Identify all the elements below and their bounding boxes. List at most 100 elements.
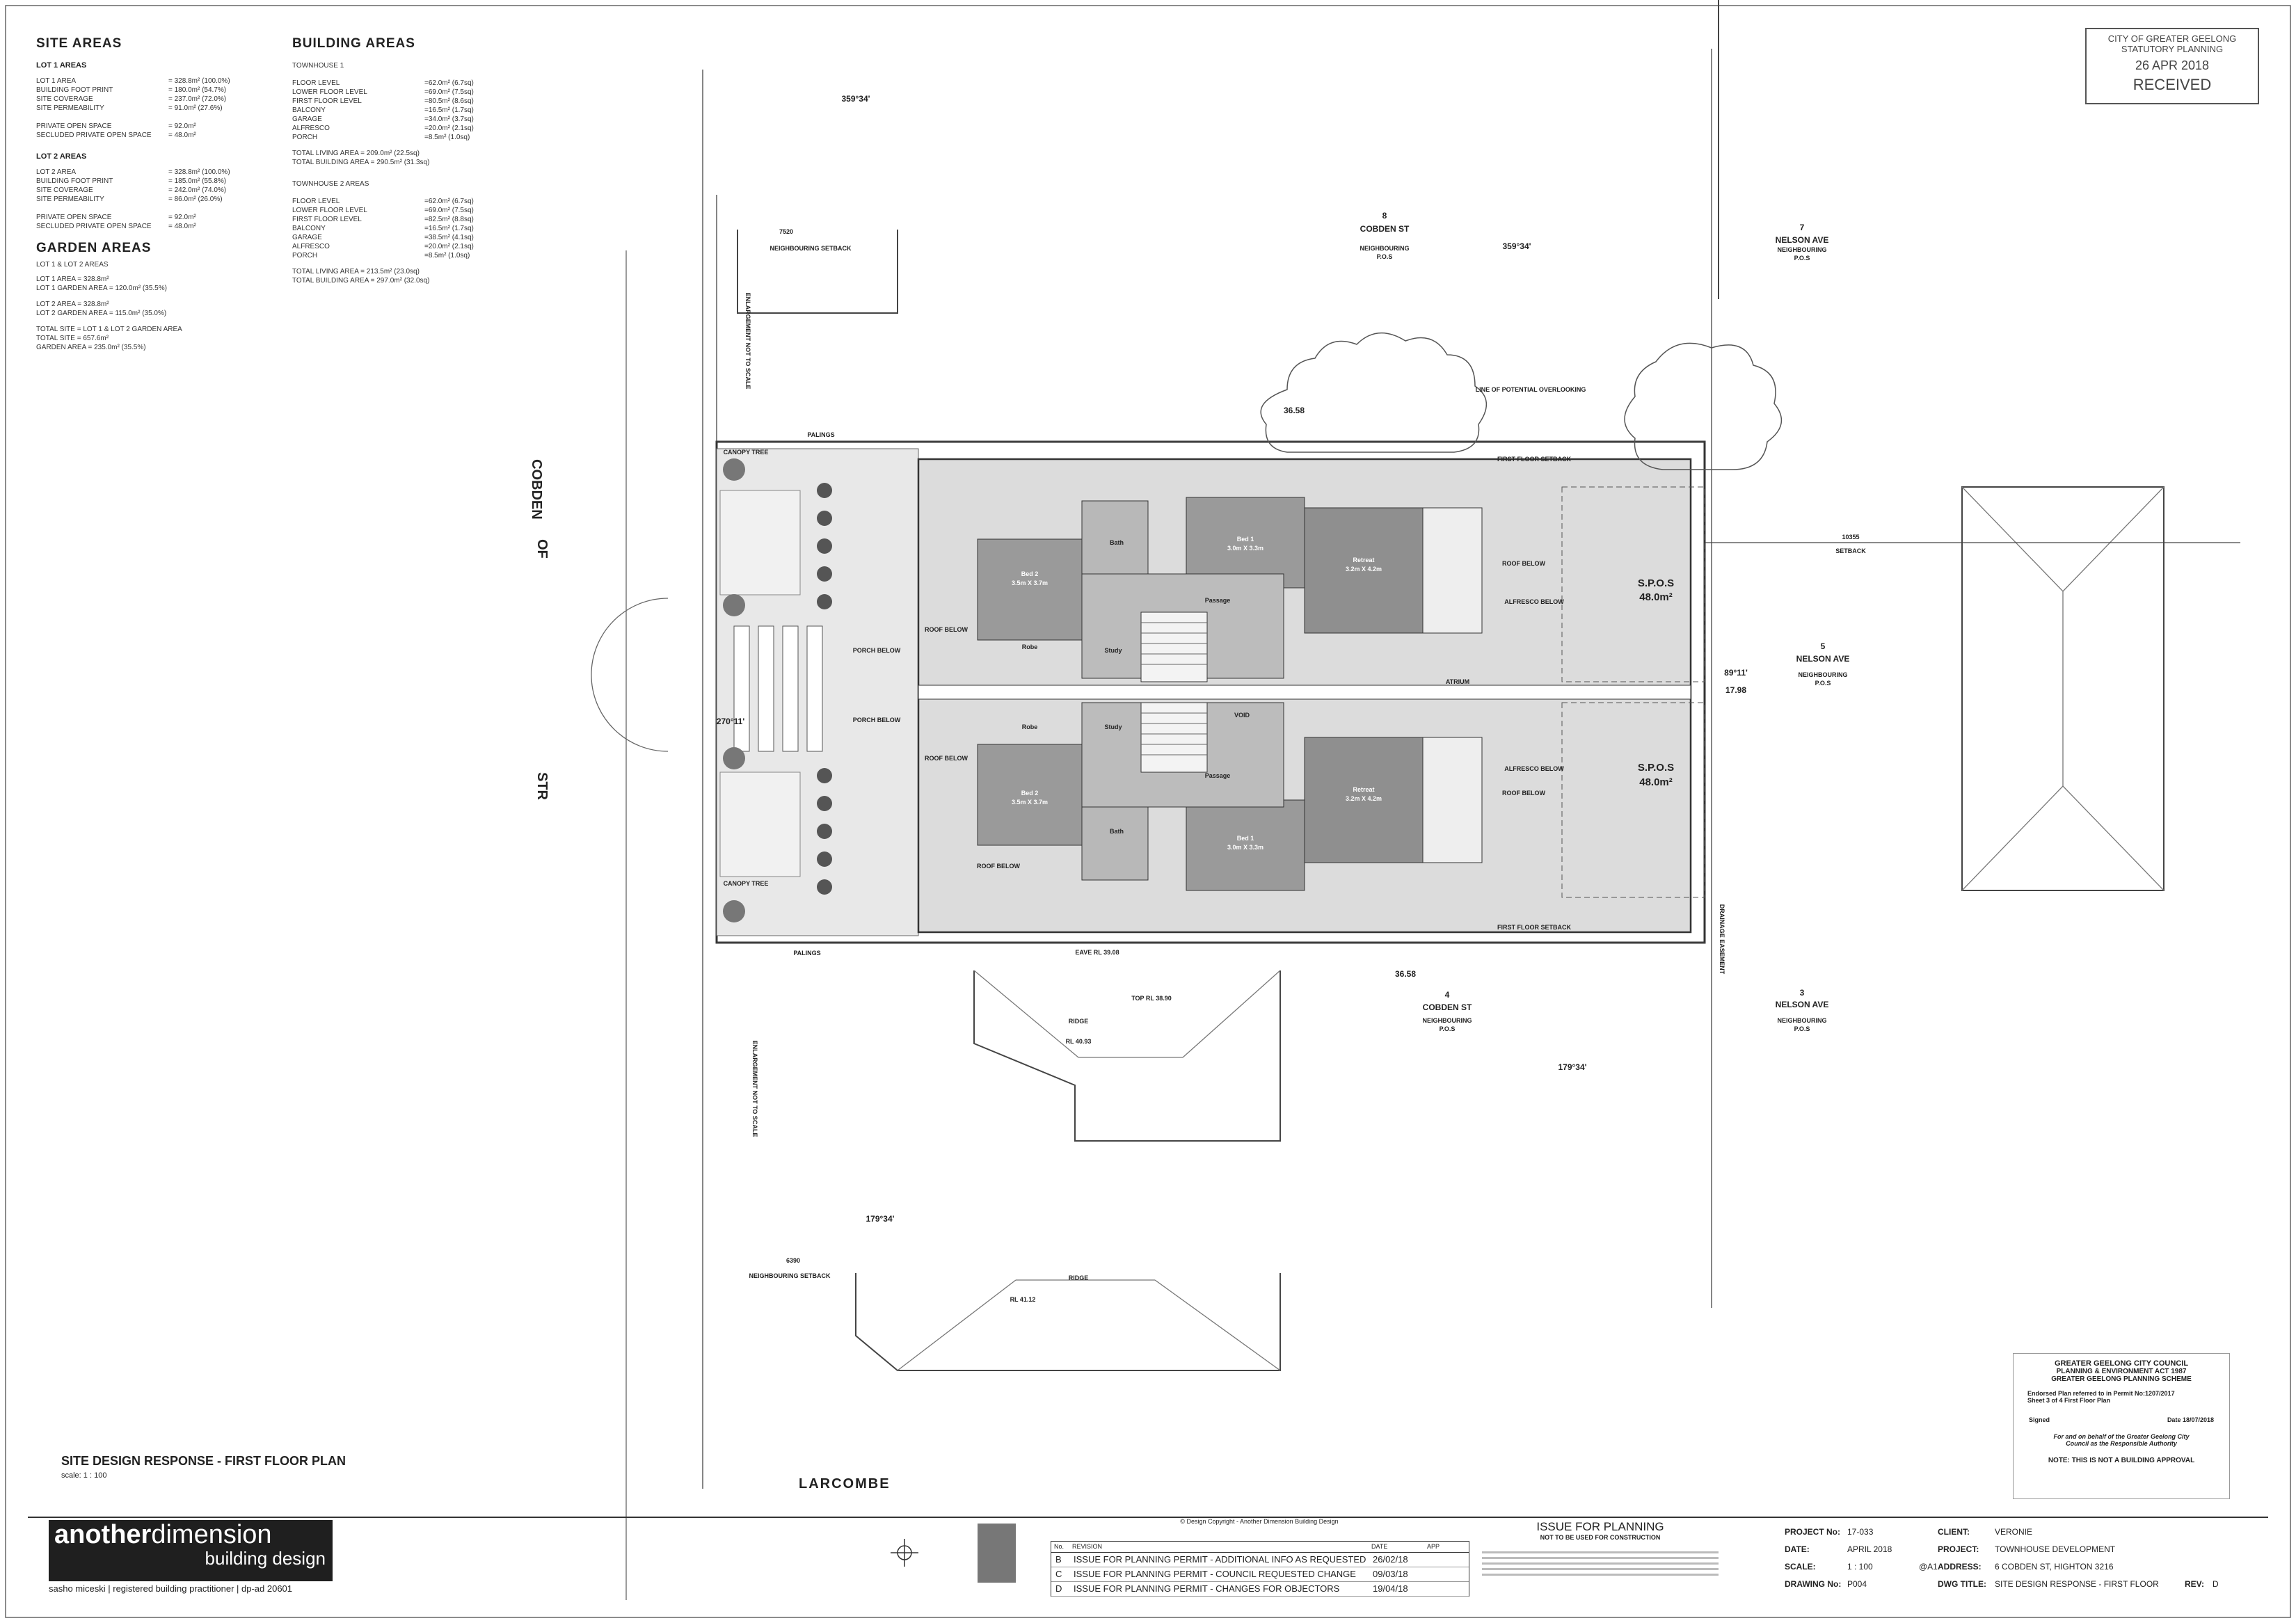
revision-text: ISSUE FOR PLANNING PERMIT - COUNCIL REQU… xyxy=(1074,1569,1356,1579)
robe-top-label: Robe xyxy=(1021,643,1038,650)
bearing-rear: 89°11' xyxy=(1724,668,1748,678)
council-stamp-line9: Council as the Responsible Authority xyxy=(2066,1440,2177,1447)
spos-top-area: 48.0m² xyxy=(1639,591,1673,603)
th2-heading: TOWNHOUSE 2 AREAS xyxy=(292,180,369,188)
palings-top: PALINGS xyxy=(807,431,835,438)
bed2-bottom xyxy=(977,744,1083,846)
alfresco-below-bottom: ALFRESCO BELOW xyxy=(1504,765,1564,772)
lot2-area-key: SITE PERMEABILITY xyxy=(36,195,104,203)
stair-top xyxy=(1140,611,1208,682)
retreat-top xyxy=(1304,507,1424,634)
neighbour-8-nbr: NEIGHBOURING xyxy=(1360,245,1410,252)
spos-bottom-area: 48.0m² xyxy=(1639,776,1673,788)
lot2-area-row: SITE COVERAGE= 242.0m² (74.0%) xyxy=(36,186,266,195)
stair-treads xyxy=(1141,622,1207,755)
lot2-area-key: PRIVATE OPEN SPACE xyxy=(36,214,112,221)
roof-below-2: ROOF BELOW xyxy=(925,755,968,762)
neighbour-roof-lines xyxy=(897,486,2165,1371)
th2-area-key: ALFRESCO xyxy=(292,243,330,250)
th2-area-key: FLOOR LEVEL xyxy=(292,198,340,205)
lot1-area-key: SITE PERMEABILITY xyxy=(36,104,104,112)
top-rl: TOP RL 38.90 xyxy=(1131,995,1172,1002)
rev-header-revision: REVISION xyxy=(1072,1543,1103,1550)
lot1-area-value: = 92.0m² xyxy=(168,122,196,130)
canopy-tree-2: CANOPY TREE xyxy=(723,880,769,887)
rev-value: D xyxy=(2213,1579,2219,1589)
lot1-area-key: PRIVATE OPEN SPACE xyxy=(36,122,112,130)
th2-area-key: PORCH xyxy=(292,252,318,259)
street-of: OF xyxy=(534,539,550,559)
hedge-row-bottom xyxy=(817,768,832,895)
lot2-area-value: = 328.8m² (100.0%) xyxy=(168,168,230,176)
project-no-value: 17-033 xyxy=(1847,1527,1874,1537)
lot2-rows: LOT 2 AREA= 328.8m² (100.0%)BUILDING FOO… xyxy=(36,168,266,231)
site-areas-title: SITE AREAS xyxy=(36,36,122,51)
received-stamp-line1: CITY OF GREATER GEELONG xyxy=(2107,33,2237,44)
neighbour-7-street: NELSON AVE xyxy=(1775,235,1829,245)
garden-line: LOT 2 GARDEN AREA = 115.0m² (35.0%) xyxy=(36,310,167,317)
rev-label: REV: xyxy=(2185,1579,2205,1589)
lot1-rows: LOT 1 AREA= 328.8m² (100.0%)BUILDING FOO… xyxy=(36,77,266,140)
lot2-area-value: = 48.0m² xyxy=(168,223,196,230)
robe-bottom-label: Robe xyxy=(1021,723,1038,730)
th1-area-key: ALFRESCO xyxy=(292,125,330,132)
practitioner-line: sasho miceski | registered building prac… xyxy=(49,1583,293,1594)
bed1-bottom-label: Bed 1 xyxy=(1236,835,1254,842)
street-str: STR xyxy=(534,772,550,800)
enlargement-top: ENLARGEMENT NOT TO SCALE xyxy=(744,292,751,390)
bed2-bottom-size: 3.5m X 3.7m xyxy=(1011,799,1049,806)
council-stamp-line8: For and on behalf of the Greater Geelong… xyxy=(2053,1433,2190,1440)
th2-area-value: =20.0m² (2.1sq) xyxy=(424,243,474,250)
lot2-area-row: SITE PERMEABILITY = 86.0m² (26.0%) xyxy=(36,195,266,204)
bath-bottom xyxy=(1081,806,1149,881)
council-stamp-line4: Endorsed Plan referred to in Permit No:1… xyxy=(2027,1390,2175,1397)
th1-area-row: LOWER FLOOR LEVEL=69.0m² (7.5sq) xyxy=(292,88,522,97)
roof-below-1: ROOF BELOW xyxy=(925,626,968,633)
th2-total-building: TOTAL BUILDING AREA = 297.0m² (32.0sq) xyxy=(292,277,430,285)
ridge-1: RIDGE xyxy=(1068,1018,1089,1025)
lot1-area-row: SITE PERMEABILITY= 91.0m² (27.6%) xyxy=(36,104,266,113)
tree-canopy-neighbour xyxy=(1260,333,1783,470)
garden-line: LOT 2 AREA = 328.8m² xyxy=(36,301,109,308)
setback-6390: 6390 xyxy=(786,1257,801,1264)
bath-bottom-label: Bath xyxy=(1110,828,1124,835)
bed1-top-label: Bed 1 xyxy=(1236,536,1254,543)
revision-text: ISSUE FOR PLANNING PERMIT - CHANGES FOR … xyxy=(1074,1583,1340,1594)
th2-area-value: =8.5m² (1.0sq) xyxy=(424,252,470,259)
received-stamp-status: RECEIVED xyxy=(2132,76,2212,93)
th1-area-key: PORCH xyxy=(292,134,318,141)
retreat-top-size: 3.2m X 4.2m xyxy=(1345,566,1382,573)
neighbouring-setback-top: NEIGHBOURING SETBACK xyxy=(770,245,852,252)
scale-label: SCALE: xyxy=(1785,1562,1816,1572)
lot2-heading: LOT 2 AREAS xyxy=(36,152,87,161)
street-cobden: COBDEN xyxy=(529,459,544,520)
drawing-no-label: DRAWING No: xyxy=(1785,1579,1842,1589)
retreat-bottom-label: Retreat xyxy=(1353,786,1375,793)
lot2-area-key: LOT 2 AREA xyxy=(36,168,77,176)
north-arrow-icon xyxy=(891,1539,918,1567)
paper-size: @A1 xyxy=(1919,1562,1938,1572)
setback-7520: 7520 xyxy=(779,228,794,235)
bed2-top xyxy=(977,538,1083,641)
lot1-area-row: SITE COVERAGE= 237.0m² (72.0%) xyxy=(36,95,266,104)
neighbour-3-number: 3 xyxy=(1799,988,1805,998)
lot1-area-row: LOT 1 AREA= 328.8m² (100.0%) xyxy=(36,77,266,86)
th2-area-row: ALFRESCO =20.0m² (2.1sq) xyxy=(292,242,522,251)
lot1-area-value: = 48.0m² xyxy=(168,131,196,139)
boundary-lines xyxy=(702,49,2240,1489)
th1-heading: TOWNHOUSE 1 xyxy=(292,62,344,70)
lot2-area-key: SITE COVERAGE xyxy=(36,186,93,194)
neighbour-3-street: NELSON AVE xyxy=(1775,1000,1829,1009)
drainage-easement: DRAINAGE EASEMENT xyxy=(1719,904,1725,975)
th1-area-value: =80.5m² (8.6sq) xyxy=(424,97,474,105)
ridge-2: RIDGE xyxy=(1068,1274,1089,1281)
revision-text: ISSUE FOR PLANNING PERMIT - ADDITIONAL I… xyxy=(1074,1554,1366,1565)
bed2-top-label: Bed 2 xyxy=(1021,570,1039,577)
garden-line: GARDEN AREA = 235.0m² (35.5%) xyxy=(36,344,146,351)
lot2-area-value: = 86.0m² (26.0%) xyxy=(168,195,223,203)
retreat-top-label: Retreat xyxy=(1353,557,1375,563)
canopy-tree-1: CANOPY TREE xyxy=(723,449,769,456)
alfresco-below-top: ALFRESCO BELOW xyxy=(1504,598,1564,605)
lot2-area-row: SECLUDED PRIVATE OPEN SPACE= 48.0m² xyxy=(36,222,266,231)
